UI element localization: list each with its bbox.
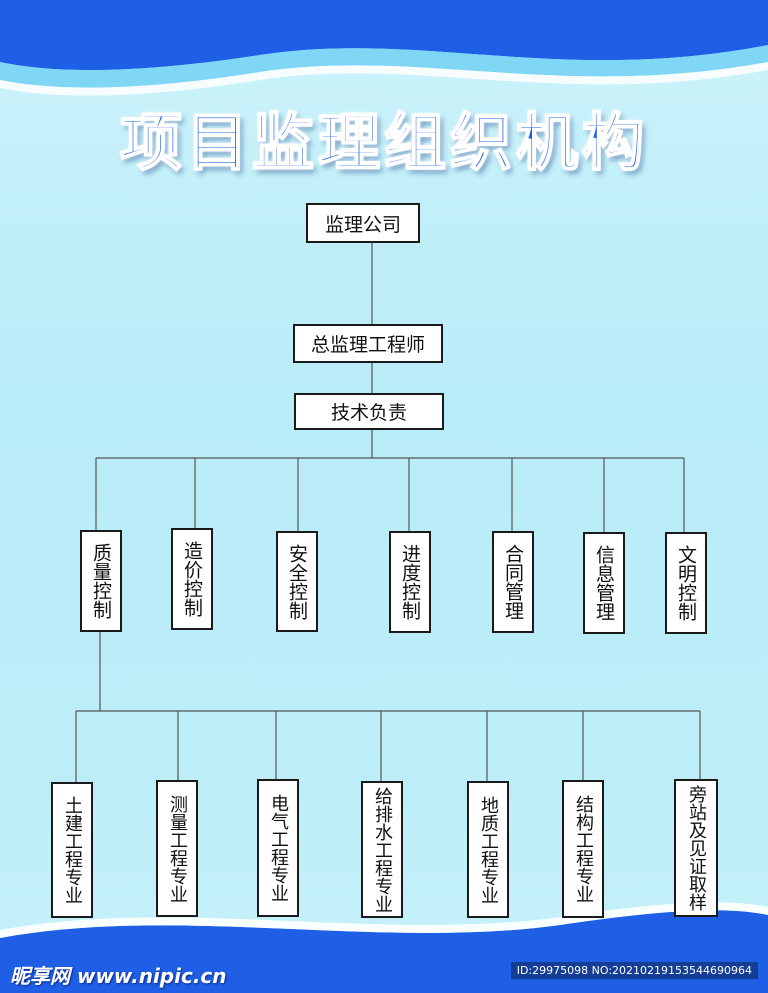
node-side-station-sampling: 旁站及见证取样 bbox=[674, 779, 718, 917]
node-geology-engineering: 地质工程专业 bbox=[467, 781, 509, 918]
node-cost-control: 造价控制 bbox=[171, 528, 213, 630]
node-safety-control: 安全控制 bbox=[276, 531, 318, 632]
node-technical-lead: 技术负责 bbox=[294, 393, 444, 430]
node-schedule-control: 进度控制 bbox=[389, 531, 431, 633]
page-title: 项目监理组织机构 bbox=[119, 105, 648, 180]
image-id-label: ID:29975098 NO:20210219153544690964 bbox=[510, 962, 758, 979]
node-plumbing-engineering: 给排水工程专业 bbox=[361, 781, 403, 918]
node-electrical-engineering: 电气工程专业 bbox=[257, 779, 299, 917]
node-contract-management: 合同管理 bbox=[492, 531, 534, 633]
node-structural-engineering: 结构工程专业 bbox=[562, 780, 604, 918]
node-chief-engineer: 总监理工程师 bbox=[293, 324, 443, 363]
watermark-logo: 昵享网 www.nipic.cn bbox=[10, 964, 227, 988]
node-surveying-engineering: 测量工程专业 bbox=[156, 780, 198, 917]
node-supervision-company: 监理公司 bbox=[306, 203, 420, 243]
node-quality-control: 质量控制 bbox=[80, 530, 122, 632]
node-civilization-control: 文明控制 bbox=[665, 532, 707, 634]
node-civil-engineering: 土建工程专业 bbox=[51, 782, 93, 918]
node-information-management: 信息管理 bbox=[583, 532, 625, 634]
